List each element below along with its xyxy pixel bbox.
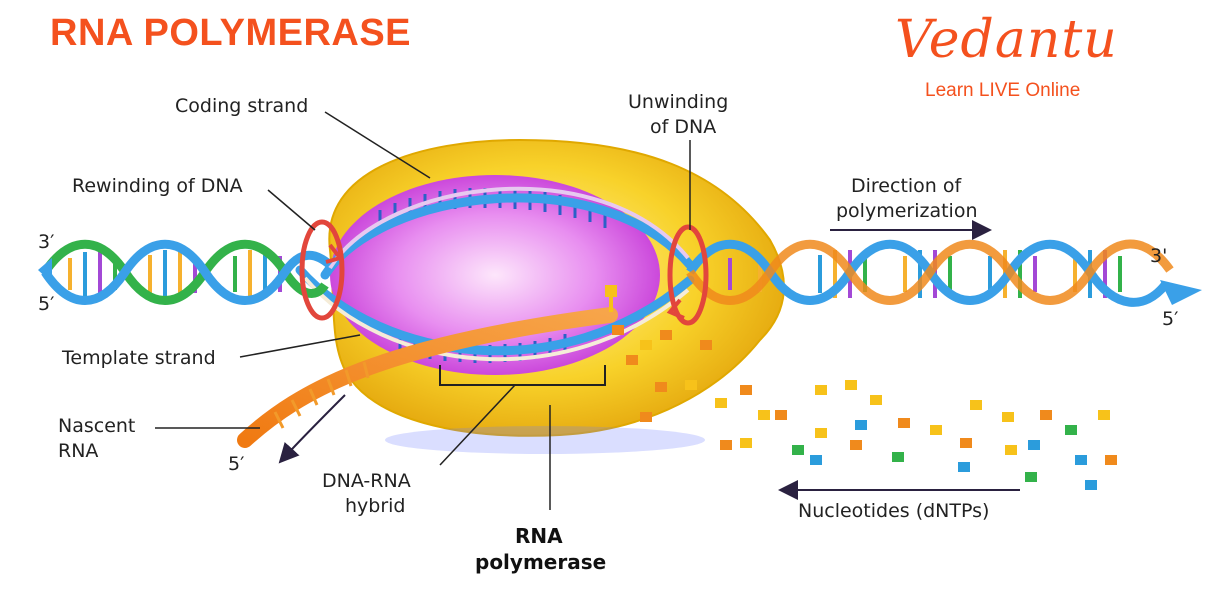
free-nucleotides	[612, 325, 1117, 490]
vedantu-logo: Vedantu Learn LIVE Online	[895, 10, 1117, 110]
label-rewinding: Rewinding of DNA	[72, 175, 243, 197]
label-template-strand: Template strand	[61, 347, 216, 369]
label-nascent-1: Nascent	[58, 415, 135, 437]
left-dna-helix	[38, 239, 333, 305]
right-dna-helix	[686, 239, 1202, 307]
label-polymerase-2: polymerase	[475, 550, 606, 574]
rna-exit-arrow	[278, 394, 346, 464]
end-left-bottom: 5′	[38, 293, 54, 315]
rewinding-arrow	[299, 219, 345, 321]
page-title: RNA POLYMERASE	[50, 12, 412, 54]
end-right-top: 3'	[1150, 245, 1167, 267]
label-coding-strand: Coding strand	[175, 95, 308, 117]
label-direction-1: Direction of	[851, 175, 962, 197]
label-unwinding-2: of DNA	[650, 116, 716, 138]
label-hybrid-1: DNA-RNA	[322, 470, 411, 492]
end-right-bottom: 5′	[1162, 308, 1178, 330]
label-unwinding-1: Unwinding	[628, 91, 728, 113]
logo-tagline: Learn LIVE Online	[925, 80, 1081, 101]
label-hybrid-2: hybrid	[345, 495, 406, 517]
unwinding-arrow	[666, 224, 709, 326]
dna-rna-hybrid-bracket	[439, 365, 606, 386]
end-rna: 5′	[228, 453, 244, 475]
end-left-top: 3′	[38, 231, 54, 253]
logo-brand: Vedantu	[895, 10, 1118, 70]
coding-strand	[320, 193, 695, 280]
label-direction-2: polymerization	[836, 200, 978, 222]
label-nucleotides: Nucleotides (dNTPs)	[798, 500, 989, 522]
label-nascent-2: RNA	[58, 440, 98, 462]
nascent-rna	[237, 285, 618, 448]
label-polymerase-1: RNA	[515, 524, 563, 548]
label-leaders	[155, 111, 691, 510]
